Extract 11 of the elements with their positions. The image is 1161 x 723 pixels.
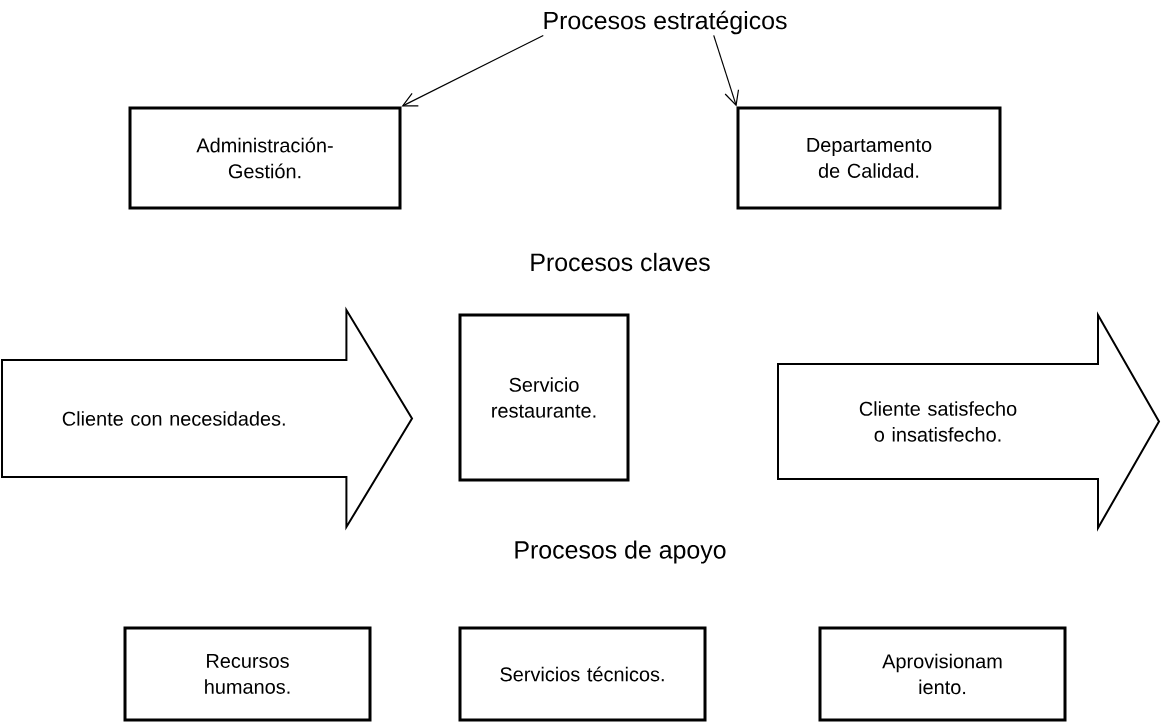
process-box: Servicios técnicos. [458, 626, 707, 722]
arrow [401, 34, 544, 107]
process-box: Aprovisionam iento. [818, 626, 1067, 722]
heading-text: Procesos estratégicos [544, 10, 787, 35]
arrow [713, 34, 740, 107]
process-box: Recursos humanos. [123, 626, 372, 722]
process-box: Servicio restaurante. [458, 313, 630, 482]
process-box: Departamento de Calidad. [736, 106, 1002, 210]
section-heading: Procesos claves [531, 252, 710, 272]
process-box: Administración- Gestión. [128, 106, 402, 210]
section-heading: Procesos de apoyo [515, 540, 726, 564]
